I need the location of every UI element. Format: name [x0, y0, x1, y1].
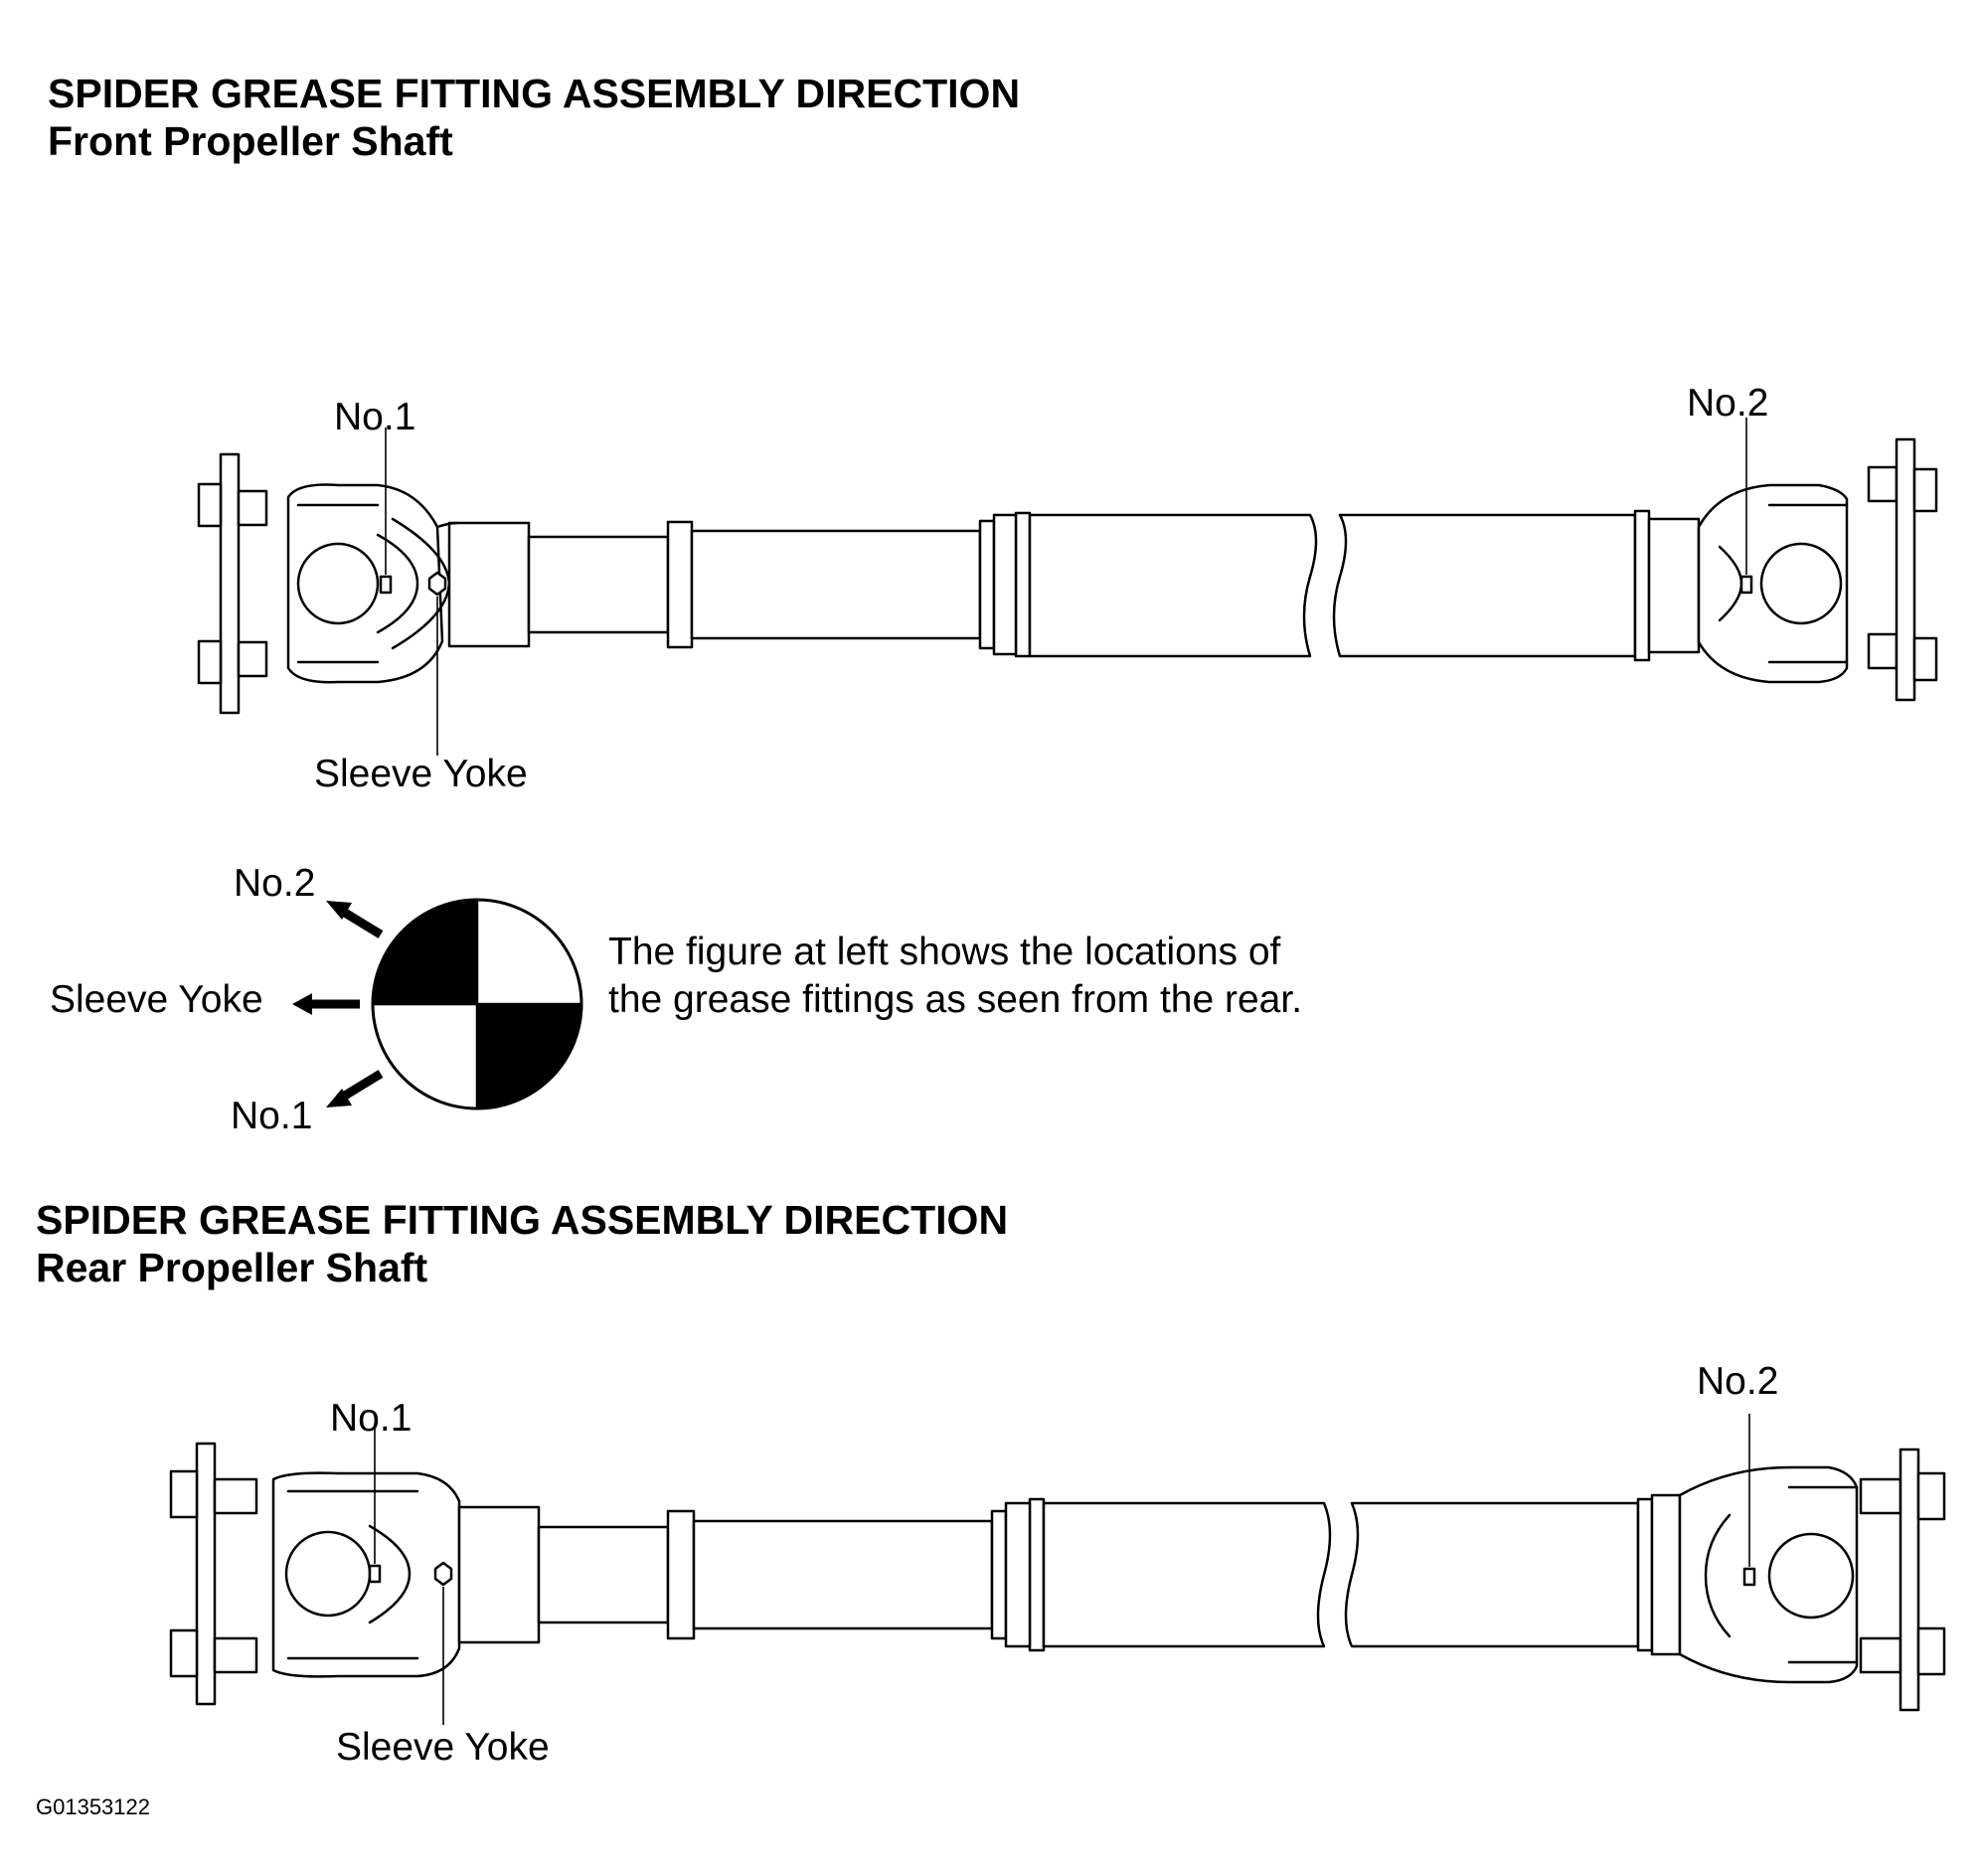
no2-direction-arrow	[326, 901, 384, 938]
sleeve-yoke-direction-arrow	[292, 993, 360, 1015]
rear-no1-grease-fitting	[368, 1564, 382, 1584]
front-no1-label: No.1	[334, 396, 416, 438]
front-splined-shaft	[527, 511, 1032, 658]
orientation-no1-label: No.1	[231, 1095, 313, 1137]
rear-left-universal-joint	[271, 1424, 461, 1725]
front-sleeve-yoke-label: Sleeve Yoke	[314, 753, 528, 795]
orientation-no2-label: No.2	[234, 862, 316, 905]
front-no2-label: No.2	[1687, 382, 1769, 425]
orientation-circle	[371, 898, 583, 1110]
rear-no2-label: No.2	[1697, 1360, 1779, 1403]
front-propeller-shaft-drawing	[197, 418, 1938, 756]
rear-left-flange	[169, 1442, 258, 1706]
figure-id: G01353122	[36, 1794, 150, 1819]
rear-sleeve-yoke	[457, 1505, 541, 1644]
orientation-diagram	[292, 898, 583, 1110]
rear-right-flange	[1859, 1448, 1946, 1712]
front-right-universal-joint	[1633, 418, 1849, 684]
front-left-flange	[197, 452, 268, 715]
front-left-universal-joint	[286, 427, 451, 684]
rear-splined-shaft	[537, 1497, 1046, 1652]
front-right-flange	[1867, 437, 1938, 702]
rear-no1-label: No.1	[330, 1397, 413, 1440]
front-no1-grease-fitting	[379, 575, 393, 595]
rear-sleeve-yoke-label: Sleeve Yoke	[336, 1726, 550, 1769]
front-section-subtitle: Front Propeller Shaft	[48, 118, 453, 164]
rear-section-subtitle: Rear Propeller Shaft	[36, 1245, 428, 1290]
no1-direction-arrow	[326, 1070, 384, 1108]
orientation-sleeve-yoke-label: Sleeve Yoke	[50, 978, 263, 1021]
orientation-note: The figure at left shows the locations o…	[608, 931, 1303, 1021]
front-sleeve-yoke	[427, 521, 531, 756]
front-no2-grease-fitting	[1739, 575, 1753, 595]
rear-section-title: SPIDER GREASE FITTING ASSEMBLY DIRECTION	[36, 1197, 1009, 1243]
rear-no2-grease-fitting	[1742, 1567, 1756, 1587]
rear-main-tube	[1042, 1501, 1640, 1648]
front-section-title: SPIDER GREASE FITTING ASSEMBLY DIRECTION	[48, 71, 1021, 116]
front-main-tube	[1028, 513, 1637, 658]
rear-propeller-shaft-drawing	[169, 1414, 1946, 1725]
rear-right-universal-joint	[1636, 1414, 1859, 1684]
